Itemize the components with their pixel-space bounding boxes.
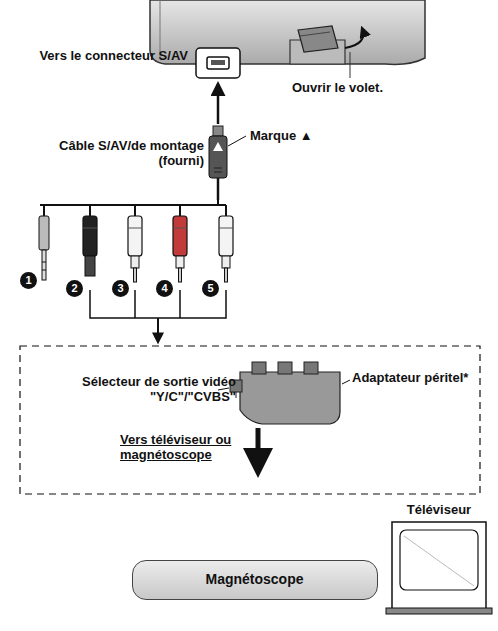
connector-icon [196,48,240,78]
callout-number: 5 [202,280,219,297]
output-label: Vers téléviseur ou magnétoscope [120,432,260,462]
vcr-label: Magnétoscope [133,572,376,587]
output-arrow [256,428,261,472]
dashed-region [20,346,480,494]
selector-label: Sélecteur de sortie vidéo "Y/C"/"CVBS" [46,374,236,404]
camcorder [150,0,425,78]
leader-line [228,136,246,146]
callout-number: 2 [66,280,83,297]
insert-arrow [217,84,220,124]
plug-group [39,205,233,282]
callout-label: Ouvrir le volet. [292,80,432,95]
callout-label: Câble S/AV/de montage (fourni) [30,138,204,168]
tv-box: Téléviseur [392,522,486,610]
cable [40,200,226,205]
tv-label: Téléviseur [386,502,492,517]
callout-label: Marque ▲ [250,128,370,143]
bracket-arrow [157,318,159,342]
leader-line [350,52,351,78]
scart-adapter [218,362,350,424]
dashed-region: Sélecteur de sortie vidéo "Y/C"/"CVBS" Ad… [20,346,480,494]
tv-illustration [386,522,492,614]
leader-line [342,380,350,384]
adapter-label: Adaptateur péritel* [352,370,482,385]
vcr-box: Magnétoscope [132,560,378,600]
main-plug [209,126,246,200]
callout-label: Vers le connecteur S/AV [8,48,188,63]
callout-number: 1 [20,272,37,289]
callout-number: 4 [156,280,173,297]
callout-number: 3 [112,280,129,297]
